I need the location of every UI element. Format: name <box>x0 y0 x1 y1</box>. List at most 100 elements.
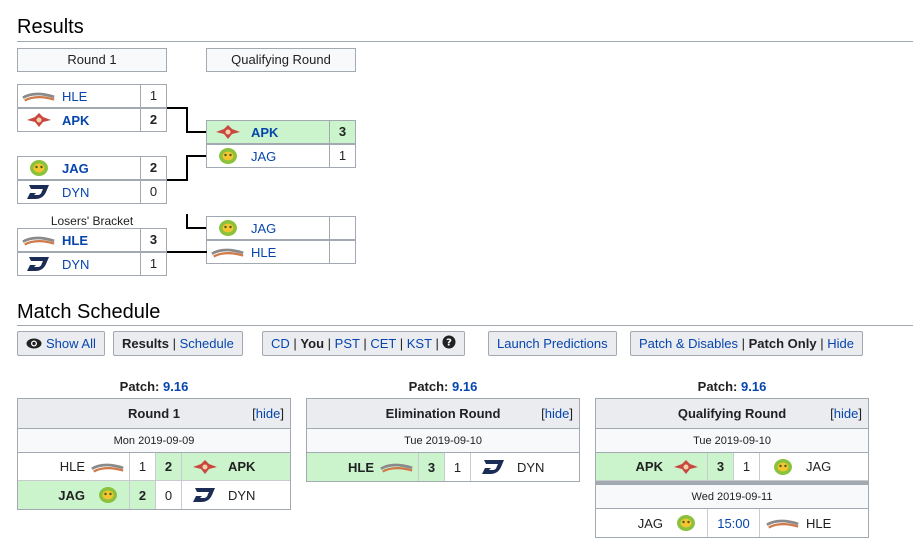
hle-logo-icon <box>211 245 245 259</box>
jag-logo-icon <box>91 486 125 504</box>
hle-logo-icon <box>22 89 56 103</box>
patch-number[interactable]: 9.16 <box>452 379 478 394</box>
match-team2: DYN <box>470 453 579 481</box>
results-heading: Results <box>17 16 84 38</box>
patch-number[interactable]: 9.16 <box>741 379 767 394</box>
match-time: 15:00 <box>707 509 759 537</box>
hide-table-link[interactable]: [hide] <box>541 406 573 421</box>
bracket-slot[interactable]: HLE <box>206 240 356 264</box>
bracket-team-name[interactable]: APK <box>251 124 279 140</box>
bracket-score: 1 <box>140 85 166 107</box>
patch-header: Patch: 9.16 <box>17 379 291 394</box>
bracket-team-name[interactable]: JAG <box>62 160 89 176</box>
schedule-toggle[interactable]: Schedule <box>179 336 234 351</box>
tz-cd[interactable]: CD <box>271 336 290 351</box>
bracket-slot[interactable]: APK 2 <box>17 108 167 132</box>
team1-name: APK <box>635 459 663 474</box>
team2-name: DYN <box>228 487 256 503</box>
bracket-team-name[interactable]: JAG <box>251 220 277 236</box>
bracket-team-name[interactable]: APK <box>62 112 90 128</box>
bracket-team: HLE <box>18 85 140 107</box>
bracket-score <box>329 217 355 239</box>
bracket-team-name[interactable]: JAG <box>251 148 277 164</box>
bracket-slot[interactable]: HLE 1 <box>17 84 167 108</box>
match-team1: JAG <box>596 509 707 537</box>
team2-score: 1 <box>444 453 470 481</box>
hle-logo-icon <box>380 460 414 474</box>
schedule-heading: Match Schedule <box>17 301 161 323</box>
bracket-score: 1 <box>329 145 355 167</box>
losers-bracket-label: Losers' Bracket <box>50 214 134 228</box>
launch-predictions-button[interactable]: Launch Predictions <box>488 331 617 356</box>
apk-logo-icon <box>22 112 56 128</box>
schedule-divider <box>17 325 913 326</box>
help-icon[interactable]: ? <box>442 333 456 356</box>
tz-you[interactable]: You <box>300 336 325 351</box>
tz-cet[interactable]: CET <box>370 336 397 351</box>
bracket-team-name[interactable]: HLE <box>62 232 88 248</box>
toolbar-sep: | <box>293 336 297 351</box>
bracket-team-name[interactable]: HLE <box>251 244 277 260</box>
jag-logo-icon <box>211 219 245 237</box>
team1-score: 3 <box>707 453 733 480</box>
hide-table-link[interactable]: [hide] <box>830 406 862 421</box>
hide-table-link[interactable]: [hide] <box>252 406 284 421</box>
hide-link[interactable]: hide <box>544 406 570 421</box>
bracket-team-name[interactable]: DYN <box>62 256 90 272</box>
tz-pst[interactable]: PST <box>334 336 360 351</box>
team2-name: APK <box>228 459 256 474</box>
match-date: Wed 2019-09-11 <box>596 485 868 509</box>
patch-number[interactable]: 9.16 <box>163 379 189 394</box>
jag-logo-icon <box>211 147 245 165</box>
bracket-slot[interactable]: JAG 2 <box>17 156 167 180</box>
jag-logo-icon <box>669 514 703 532</box>
hide-link[interactable]: hide <box>255 406 281 421</box>
patch-only-toggle[interactable]: Patch Only <box>748 336 817 351</box>
apk-logo-icon <box>211 124 245 140</box>
bracket-score: 2 <box>140 157 166 179</box>
patch-disables-toggle[interactable]: Patch & Disables <box>639 336 738 351</box>
toolbar-sep: | <box>172 336 176 351</box>
match-team1: HLE <box>307 453 418 481</box>
bracket-score: 3 <box>329 121 355 143</box>
bracket-score: 2 <box>140 109 166 131</box>
match-team2: JAG <box>759 453 868 480</box>
bracket-score <box>329 241 355 263</box>
bracket-slot[interactable]: JAG 1 <box>206 144 356 168</box>
match-table-title-text: Qualifying Round <box>677 406 787 421</box>
hle-logo-icon <box>91 460 125 474</box>
team1-score: 1 <box>129 453 155 480</box>
hide-link[interactable]: hide <box>833 406 859 421</box>
match-date: Tue 2019-09-10 <box>307 429 579 453</box>
match-team1: JAG <box>18 481 129 509</box>
show-all-label: Show All <box>46 336 96 351</box>
toolbar-sep: | <box>435 336 439 351</box>
team1-name: HLE <box>59 459 85 474</box>
dyn-logo-icon <box>22 184 56 200</box>
patch-toggle-group: Patch & Disables | Patch Only | Hide <box>630 331 863 356</box>
view-toggle-group: Results | Schedule <box>113 331 243 356</box>
patch-header: Patch: 9.16 <box>306 379 580 394</box>
results-toggle[interactable]: Results <box>122 336 169 351</box>
dyn-logo-icon <box>22 256 56 272</box>
match-table-title: Round 1[hide] <box>18 399 290 429</box>
team2-name: JAG <box>806 459 832 474</box>
bracket-slot[interactable]: JAG <box>206 216 356 240</box>
match-date: Tue 2019-09-10 <box>596 429 868 453</box>
tz-kst[interactable]: KST <box>406 336 432 351</box>
eye-icon <box>26 333 42 356</box>
show-all-button[interactable]: Show All <box>17 331 105 356</box>
match-date: Mon 2019-09-09 <box>18 429 290 453</box>
bracket-team-name[interactable]: DYN <box>62 184 90 200</box>
bracket-slot[interactable]: APK 3 <box>206 120 356 144</box>
results-divider <box>17 41 913 42</box>
launch-predictions-label: Launch Predictions <box>497 336 608 351</box>
hide-patch-toggle[interactable]: Hide <box>827 336 854 351</box>
match-team2: DYN <box>181 481 290 509</box>
bracket-team-name[interactable]: HLE <box>62 88 88 104</box>
patch-label: Patch: <box>408 379 449 394</box>
